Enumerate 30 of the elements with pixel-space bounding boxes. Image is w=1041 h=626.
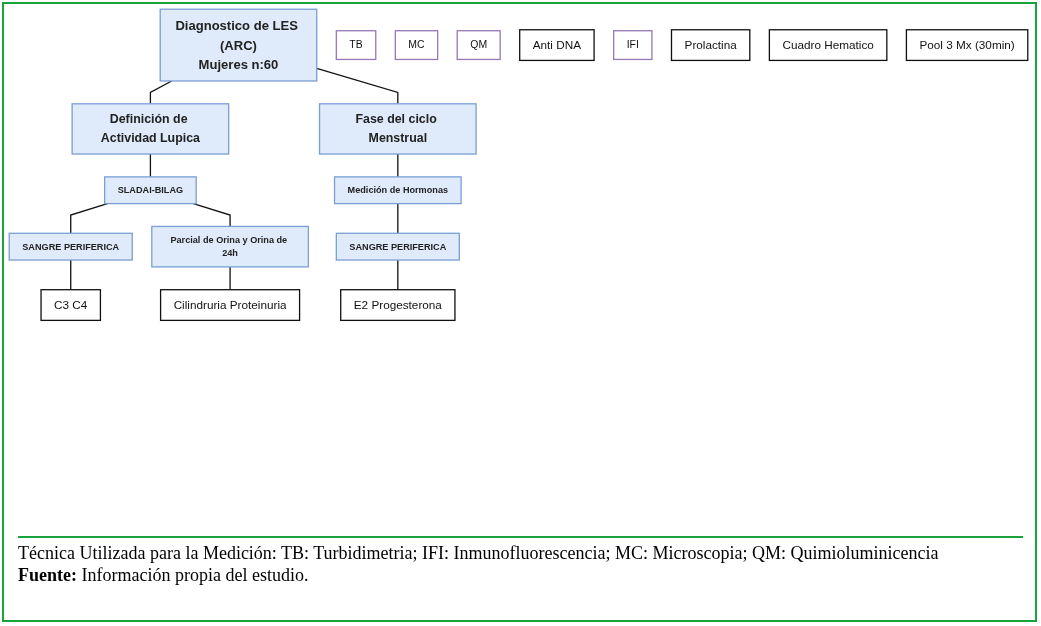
connector [149, 153, 152, 178]
node-box: Medición de Hormonas [333, 176, 462, 205]
node-box: MC [394, 30, 439, 61]
connector [149, 80, 173, 105]
caption: Técnica Utilizada para la Medición: TB: Turbidimetria; IFI: Inmunofluorescencia; MC: Microscopia; QM: Quimioluminicencia [18, 542, 940, 564]
node-box: Anti DNA [519, 29, 595, 62]
node-box: C3 C4 [40, 289, 102, 322]
node-box: E2 Progesterona [340, 289, 456, 322]
node-box: SANGRE PERIFERICA [8, 232, 133, 261]
connector [397, 259, 399, 291]
connector [192, 202, 231, 228]
connector [316, 67, 399, 105]
connector [397, 153, 399, 178]
node-box: IFI [613, 30, 653, 61]
node-box: Pool 3 Mx (30min) [905, 29, 1029, 62]
node-box: Cuadro Hematico [768, 29, 888, 62]
node-box: SLADAI-BILAG [104, 176, 197, 205]
source-note: Fuente: Información propia del estudio. [18, 564, 310, 586]
connector [70, 259, 72, 291]
connector [397, 202, 399, 234]
node-box: SANGRE PERIFERICA [335, 232, 460, 261]
node-box: Definición de Actividad Lupica [71, 103, 230, 155]
node-box: Diagnostico de LES (ARC) Mujeres n:60 [159, 8, 318, 82]
node-box: Cilindruria Proteinuria [159, 289, 301, 322]
node-box: Fase del ciclo Menstrual [318, 103, 477, 155]
node-box: TB [335, 30, 377, 61]
node-box: QM [456, 30, 501, 61]
node-box: Parcial de Orina y Orina de 24h [151, 225, 309, 268]
node-box: Prolactina [670, 29, 751, 62]
connector [229, 266, 231, 291]
